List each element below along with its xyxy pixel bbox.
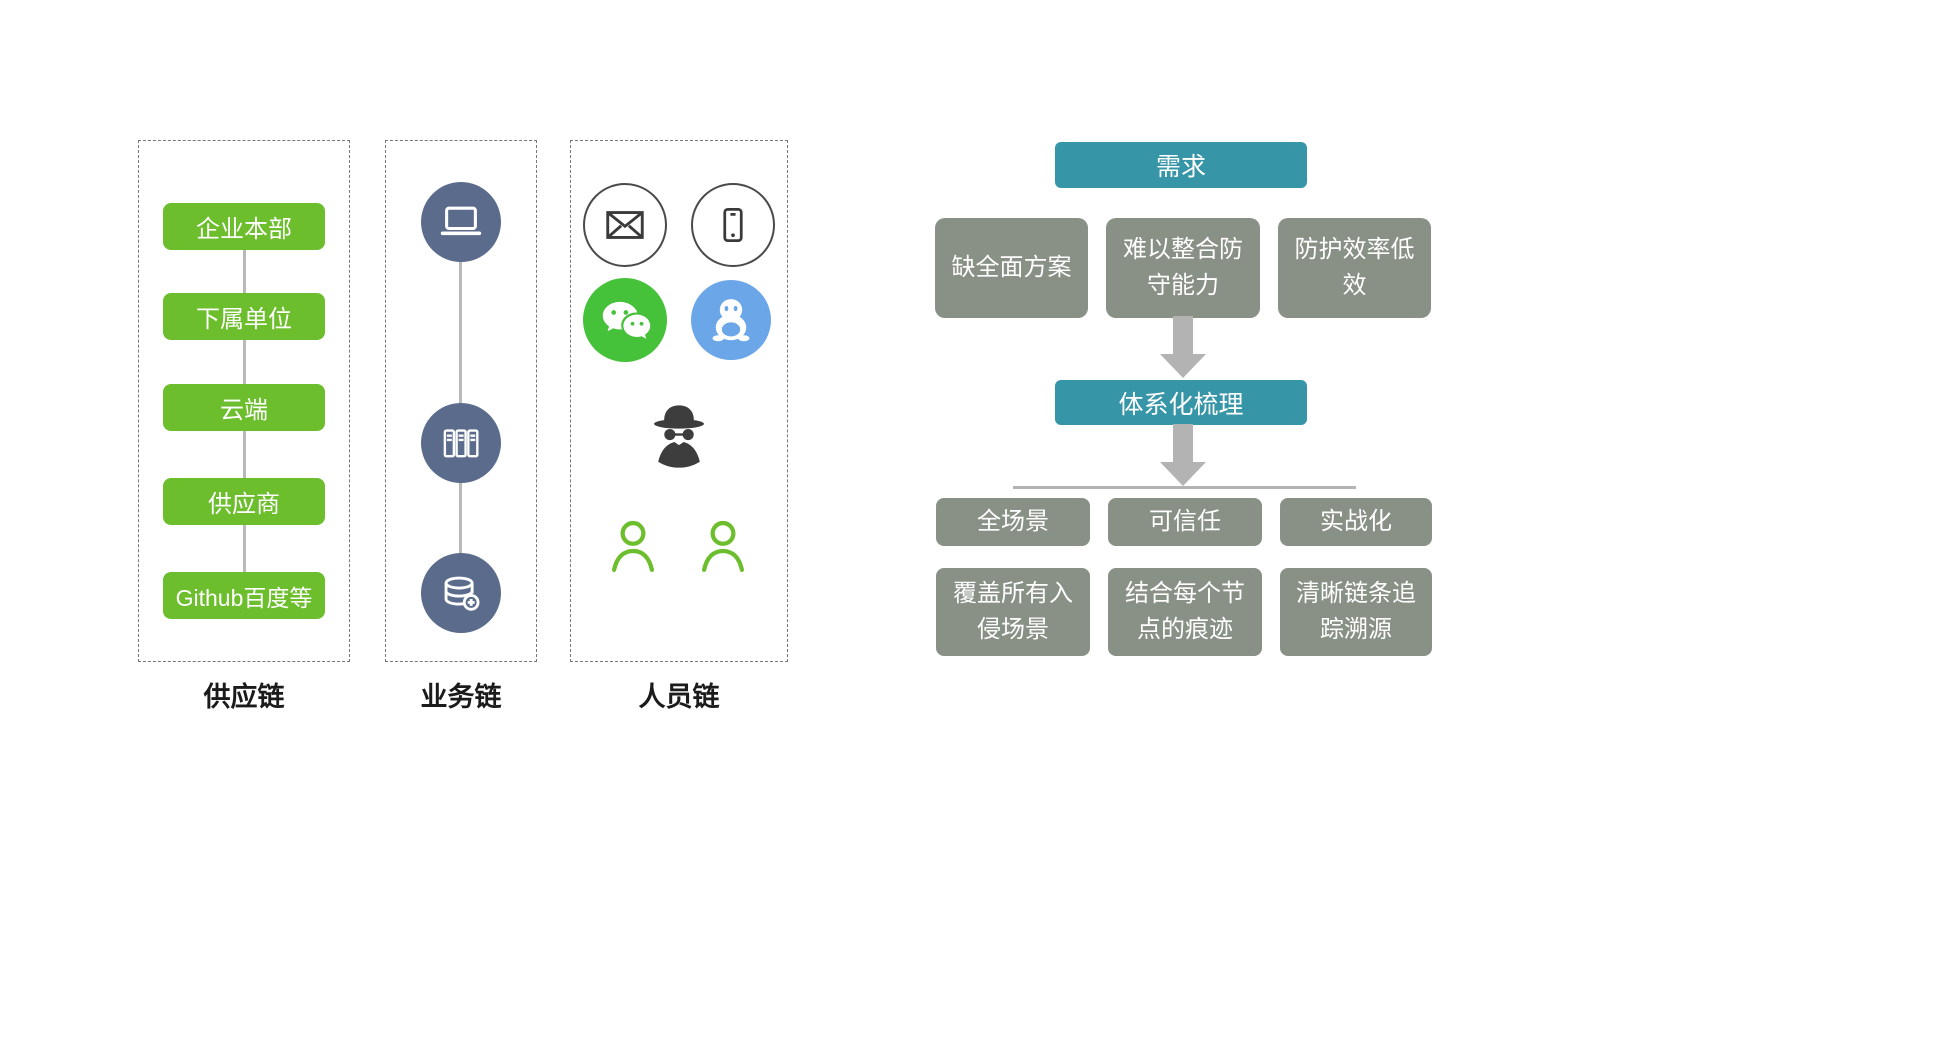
smartphone-node [691, 183, 775, 267]
supply-chain-label: 供应链 [203, 682, 285, 712]
server-rack-icon [439, 421, 483, 465]
process-box: 体系化梳理 [1055, 380, 1307, 425]
wechat-node [583, 278, 667, 362]
person-icon [696, 516, 750, 576]
detail-box: 清晰链条追踪溯源 [1280, 568, 1432, 656]
supply-chain-item: 企业本部 [163, 203, 325, 250]
detail-box: 覆盖所有入侵场景 [936, 568, 1090, 656]
qq-icon [704, 293, 758, 347]
problem-box: 难以整合防守能力 [1106, 218, 1260, 318]
principle-box: 实战化 [1280, 498, 1432, 546]
server-node [421, 403, 501, 483]
personnel-chain-label: 人员链 [638, 682, 720, 712]
qq-node [691, 280, 771, 360]
down-arrow-2-head [1160, 462, 1206, 486]
down-arrow-1-head [1160, 354, 1206, 378]
laptop-icon [438, 199, 484, 245]
problem-box: 防护效率低效 [1278, 218, 1431, 318]
database-add-icon [438, 570, 484, 616]
principle-box: 可信任 [1108, 498, 1262, 546]
business-chain-label: 业务链 [420, 682, 502, 712]
problem-box: 缺全面方案 [935, 218, 1088, 318]
branch-line [1013, 486, 1356, 489]
database-node [421, 553, 501, 633]
principle-box: 全场景 [936, 498, 1090, 546]
down-arrow-1 [1173, 316, 1193, 354]
mail-node [583, 183, 667, 267]
down-arrow-2 [1173, 424, 1193, 462]
laptop-node [421, 182, 501, 262]
smartphone-icon [711, 203, 755, 247]
spy-icon [641, 400, 717, 470]
supply-chain-item: 供应商 [163, 478, 325, 525]
person-icon [606, 516, 660, 576]
detail-box: 结合每个节点的痕迹 [1108, 568, 1262, 656]
supply-chain-item: 云端 [163, 384, 325, 431]
need-box: 需求 [1055, 142, 1307, 188]
supply-chain-item: 下属单位 [163, 293, 325, 340]
wechat-icon [596, 291, 654, 349]
mail-icon [602, 202, 648, 248]
supply-chain-item: Github百度等 [163, 572, 325, 619]
